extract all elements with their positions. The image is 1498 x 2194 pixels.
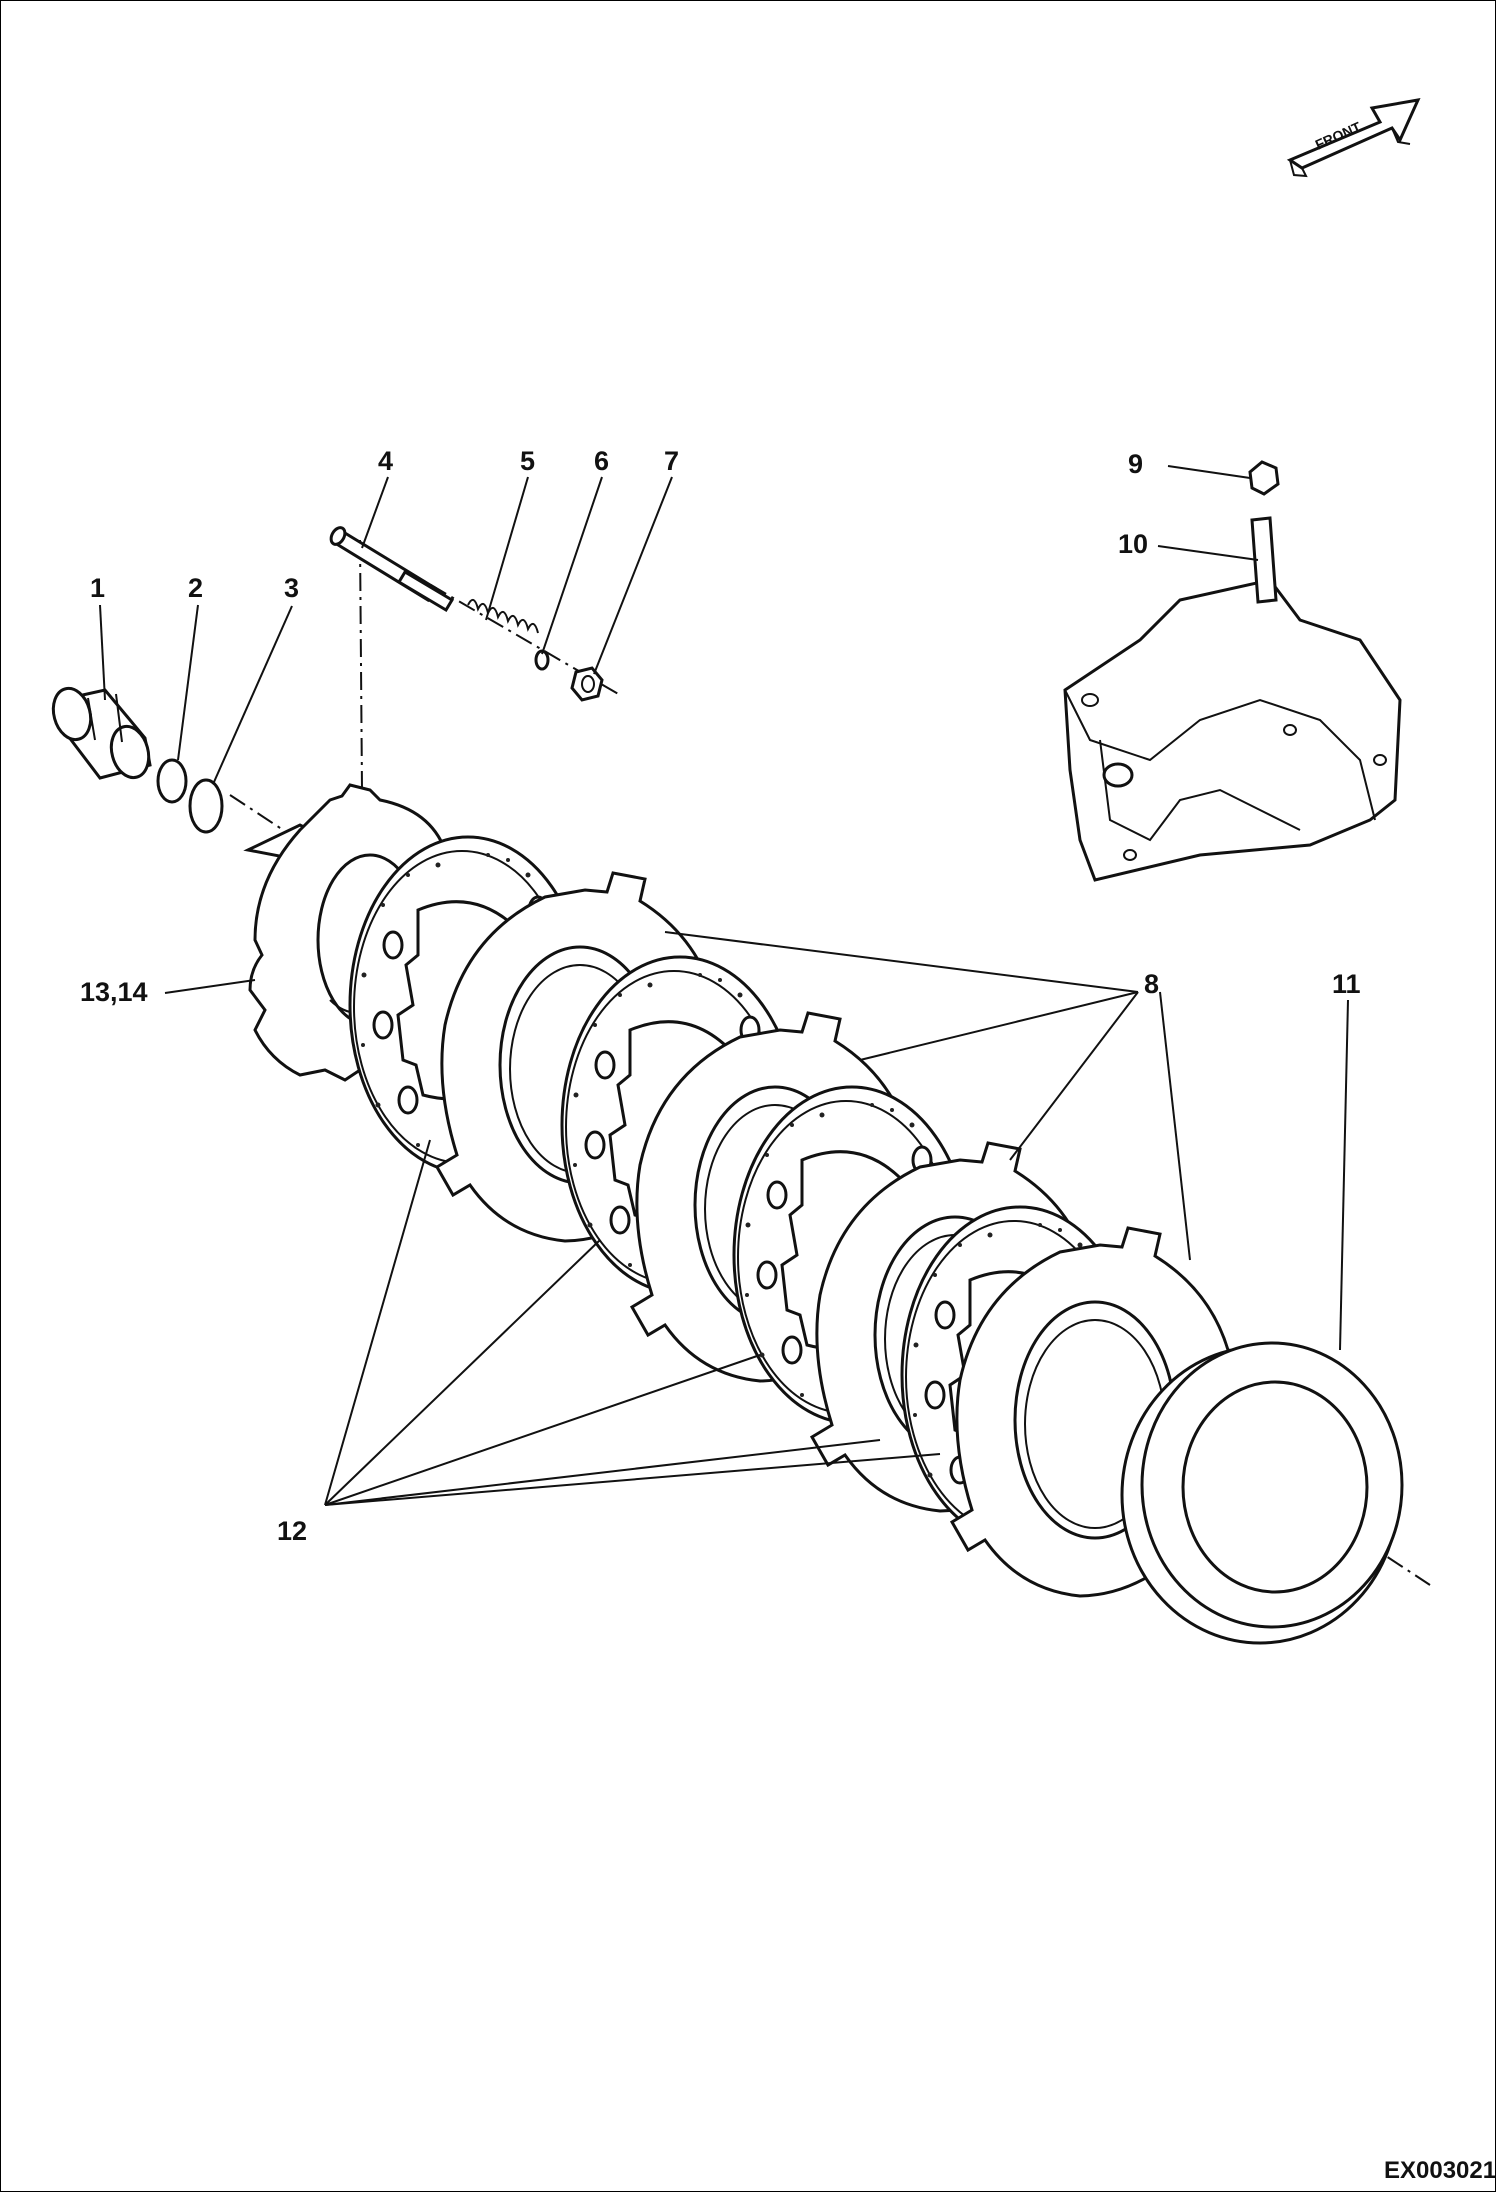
part-3-snap-ring xyxy=(188,778,224,834)
callout-8: 8 xyxy=(1144,969,1159,999)
part-5-spring xyxy=(467,598,539,634)
callout-11: 11 xyxy=(1332,969,1361,999)
callout-6: 6 xyxy=(594,446,609,476)
part-4-pin xyxy=(329,526,455,613)
callout-5: 5 xyxy=(520,446,535,476)
callout-7: 7 xyxy=(664,446,679,476)
callout-13-14: 13,14 xyxy=(80,977,148,1007)
housing-assembly xyxy=(1063,460,1402,882)
callout-2: 2 xyxy=(188,573,203,603)
part-7-nut xyxy=(570,666,604,702)
part-1-sleeve xyxy=(51,686,152,780)
pin-axis xyxy=(359,539,363,791)
callout-1: 1 xyxy=(90,573,105,603)
drawing-code: EX003021 xyxy=(1384,2157,1496,2184)
callout-9: 9 xyxy=(1128,449,1143,479)
callout-4: 4 xyxy=(378,446,393,476)
part-2-o-ring xyxy=(156,758,188,804)
callout-10: 10 xyxy=(1118,529,1148,559)
part-10-fitting xyxy=(1250,516,1278,604)
callout-12: 12 xyxy=(277,1516,307,1546)
part-9-plug xyxy=(1248,460,1280,496)
part-11-thrust-ring xyxy=(1120,1341,1404,1645)
callout-3: 3 xyxy=(284,573,299,603)
leader-lines xyxy=(99,465,1349,1506)
pin-spring-axis xyxy=(344,534,621,696)
front-arrow-icon: FRONT xyxy=(1286,98,1421,178)
